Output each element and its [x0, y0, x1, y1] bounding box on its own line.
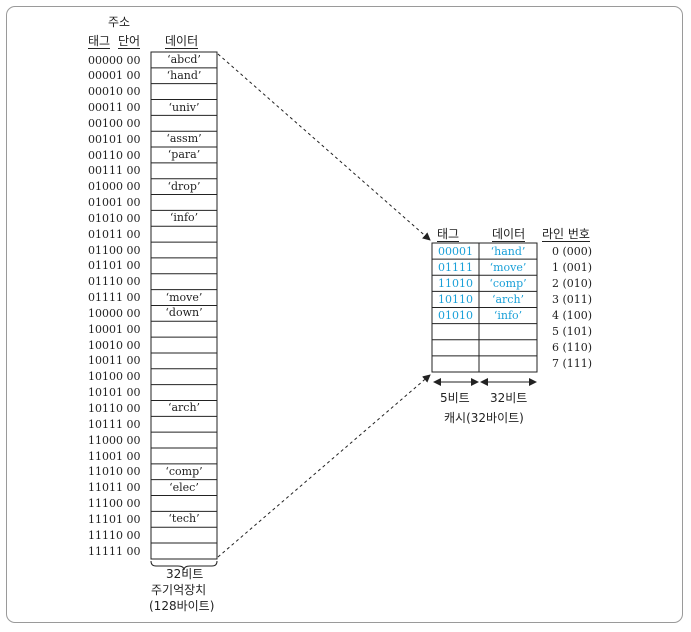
- memory-address: 11101 00: [88, 512, 141, 526]
- word-header: 단어: [118, 34, 141, 49]
- memory-address: 00011 00: [88, 101, 141, 115]
- memory-address: 01110 00: [88, 275, 141, 289]
- memory-cell-value: ‘abcd’: [167, 53, 201, 66]
- cache-line-number: 6 (110): [552, 341, 593, 355]
- cache-line-number: 3 (011): [552, 292, 593, 306]
- cache-line-number: 0 (000): [552, 244, 593, 258]
- cache-data-value: ‘hand’: [490, 244, 526, 258]
- memory-address: 00101 00: [88, 132, 141, 146]
- cache-tag-value: 01010: [438, 309, 473, 322]
- cache-data-value: ‘move’: [489, 260, 527, 274]
- memory-address: 00001 00: [88, 69, 141, 83]
- cache-tag-value: 00001: [438, 244, 473, 258]
- memory-address: 11010 00: [88, 465, 141, 479]
- cache-line-header: 라인 번호: [542, 227, 590, 242]
- memory-cell-value: ‘univ’: [168, 100, 200, 114]
- memory-address: 00010 00: [88, 85, 141, 99]
- cache-row-dividers: [432, 258, 537, 357]
- memory-address: 10000 00: [88, 306, 141, 320]
- cache-tag-header: 태그: [437, 227, 460, 242]
- memory-address: 00100 00: [88, 116, 141, 130]
- memory-address: 00110 00: [88, 148, 141, 162]
- cache-data-header: 데이터: [492, 227, 526, 242]
- memory-address: 01000 00: [88, 180, 141, 194]
- memory-address: 10110 00: [88, 401, 141, 415]
- memory-caption-size: (128바이트): [149, 599, 215, 613]
- memory-address: 01111 00: [88, 291, 141, 305]
- memory-cell-value: ‘info’: [169, 211, 199, 225]
- cache-data-width-label: 32비트: [490, 391, 528, 405]
- memory-address: 11011 00: [88, 481, 141, 495]
- memory-row-dividers: [151, 67, 217, 544]
- memory-cell-value: ‘elec’: [169, 480, 199, 494]
- memory-cell-value: ‘assm’: [166, 132, 202, 146]
- cache-line-number: 7 (111): [552, 357, 593, 371]
- memory-address: 10111 00: [88, 417, 141, 431]
- memory-cell-value: ‘drop’: [167, 179, 201, 193]
- cache-tag-width-label: 5비트: [440, 391, 470, 405]
- memory-address: 11100 00: [88, 497, 141, 511]
- memory-address: 00111 00: [88, 164, 141, 178]
- memory-cell-value: ‘comp’: [165, 464, 203, 478]
- memory-cell-value: ‘move’: [165, 290, 203, 304]
- mapping-line-bottom: [217, 374, 431, 558]
- cache-data-value: ‘info’: [493, 309, 523, 322]
- memory-cell-value: ‘hand’: [166, 68, 202, 82]
- memory-address: 01010 00: [88, 211, 141, 225]
- memory-address: 00000 00: [88, 53, 141, 67]
- cache-tag-value: 01111: [438, 260, 473, 274]
- cache-line-number: 4 (100): [552, 309, 593, 322]
- cache-line-number: 2 (010): [552, 276, 593, 290]
- memory-address: 01100 00: [88, 243, 141, 257]
- memory-address: 01011 00: [88, 227, 141, 241]
- data-header: 데이터: [165, 34, 199, 49]
- cache-tag-value: 10110: [438, 292, 473, 306]
- memory-address: 10011 00: [88, 354, 141, 368]
- cache-data-value: ‘comp’: [489, 276, 527, 290]
- memory-width-brace: [150, 560, 218, 571]
- memory-cell-value: ‘down’: [165, 306, 203, 320]
- mapping-line-top: [217, 53, 431, 241]
- memory-caption-name: 주기억장치: [151, 583, 207, 597]
- memory-address: 10010 00: [88, 338, 141, 352]
- cache-line-number: 1 (001): [552, 260, 593, 274]
- memory-width-label: 32비트: [166, 567, 204, 581]
- memory-address: 10001 00: [88, 322, 141, 336]
- cache-line-number: 5 (101): [552, 325, 593, 339]
- memory-cell-value: ‘tech’: [168, 512, 200, 526]
- memory-address: 11110 00: [88, 528, 141, 542]
- memory-address: 10101 00: [88, 386, 141, 400]
- memory-address: 11111 00: [88, 544, 141, 558]
- memory-address: 11000 00: [88, 433, 141, 447]
- memory-address: 10100 00: [88, 370, 141, 384]
- cache-tag-value: 11010: [438, 276, 473, 290]
- cache-caption: 캐시(32바이트): [444, 411, 524, 425]
- cache-data-value: ‘arch’: [491, 292, 525, 306]
- memory-cell-value: ‘para’: [167, 148, 201, 162]
- memory-address: 11001 00: [88, 449, 141, 463]
- figure-frame: [6, 6, 683, 623]
- memory-address: 01101 00: [88, 259, 141, 273]
- address-header: 주소: [108, 15, 131, 29]
- tag-header: 태그: [88, 34, 111, 49]
- memory-cell-value: ‘arch’: [167, 401, 201, 415]
- memory-address: 01001 00: [88, 196, 141, 210]
